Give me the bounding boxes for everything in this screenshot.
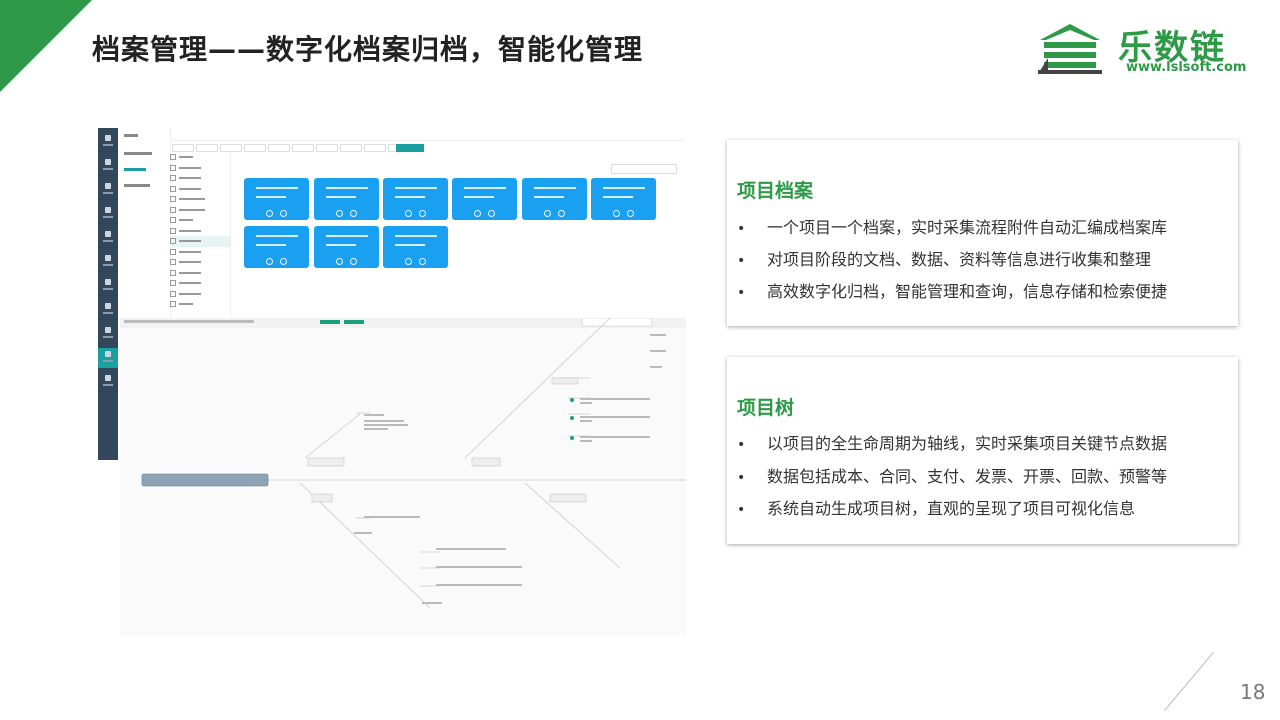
- sidebar-icon: [98, 276, 118, 296]
- app-sidebar: [98, 128, 118, 460]
- bullet-item: •对项目阶段的文档、数据、资料等信息进行收集和整理: [737, 250, 1152, 269]
- project-tree-diagram: [120, 318, 686, 609]
- panel-project-tree: 项目树 •以项目的全生命周期为轴线，实时采集项目关键节点数据 •数据包括成本、合…: [727, 357, 1238, 544]
- panel-title: 项目树: [737, 397, 795, 419]
- file-card: [314, 226, 379, 268]
- file-card: [452, 178, 517, 220]
- page-number: 18: [1240, 680, 1266, 704]
- breadcrumb-bar: [170, 128, 685, 141]
- corner-accent: [0, 0, 92, 92]
- sidebar-icon: [98, 372, 118, 392]
- bullet-item: •数据包括成本、合同、支付、发票、开票、回款、预警等: [737, 467, 1168, 486]
- bullet-item: •以项目的全生命周期为轴线，实时采集项目关键节点数据: [737, 434, 1168, 453]
- logo: 乐数链 www.lslsoft.com: [1032, 18, 1262, 82]
- page-title: 档案管理——数字化档案归档，智能化管理: [92, 33, 644, 66]
- sidebar-icon-active: [98, 348, 118, 368]
- module-nav: [118, 128, 171, 318]
- archive-screenshot: [98, 128, 685, 460]
- file-card: [591, 178, 656, 220]
- logo-url: www.lslsoft.com: [1126, 60, 1247, 75]
- page-number-divider: [1164, 652, 1214, 711]
- bullet-item: •系统自动生成项目树，直观的呈现了项目可视化信息: [737, 499, 1136, 518]
- file-card: [244, 226, 309, 268]
- sidebar-icon: [98, 300, 118, 320]
- sidebar-icon: [98, 156, 118, 176]
- bullet-item: •高效数字化归档，智能管理和查询，信息存储和检索便捷: [737, 282, 1168, 301]
- tab-strip: [170, 142, 685, 152]
- folder-tree: [170, 152, 231, 318]
- sidebar-icon: [98, 132, 118, 152]
- sidebar-icon: [98, 228, 118, 248]
- project-tree-screenshot: [120, 318, 686, 636]
- sidebar-icon: [98, 252, 118, 272]
- file-card: [244, 178, 309, 220]
- sidebar-icon: [98, 204, 118, 224]
- panel-title: 项目档案: [737, 180, 814, 202]
- sidebar-icon: [98, 180, 118, 200]
- file-card: [383, 226, 448, 268]
- file-card: [383, 178, 448, 220]
- sidebar-icon: [98, 324, 118, 344]
- bullet-item: •一个项目一个档案，实时采集流程附件自动汇编成档案库: [737, 218, 1168, 237]
- file-search-box: [611, 164, 677, 174]
- file-card: [522, 178, 587, 220]
- logo-name: 乐数链: [1118, 28, 1226, 68]
- panel-project-archive: 项目档案 •一个项目一个档案，实时采集流程附件自动汇编成档案库 •对项目阶段的文…: [727, 140, 1238, 326]
- logo-mark-icon: [1038, 24, 1102, 74]
- file-card: [314, 178, 379, 220]
